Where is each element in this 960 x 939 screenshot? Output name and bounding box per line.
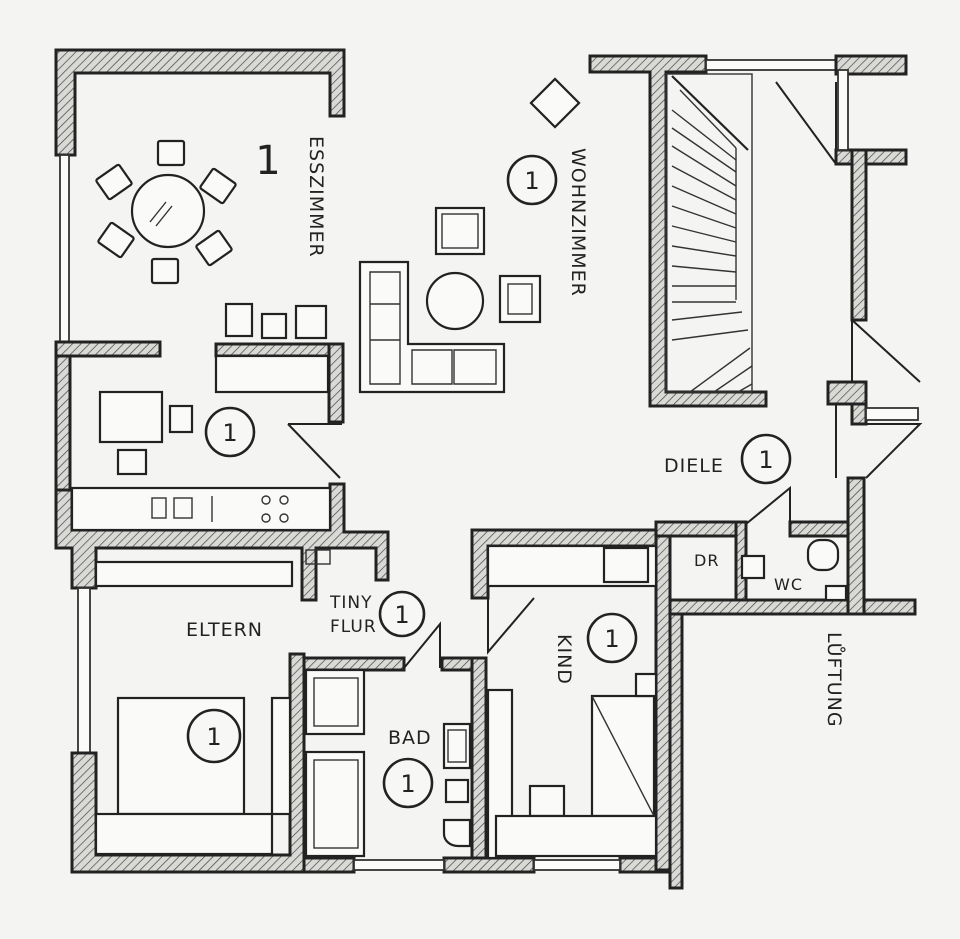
bath-furniture xyxy=(304,668,472,858)
marker-kind-text: 1 xyxy=(604,625,619,653)
label-wohnzimmer: WOHNZIMMER xyxy=(567,148,589,297)
marker-tiny-flur-text: 1 xyxy=(394,601,409,629)
marker-eltern xyxy=(186,708,242,764)
bedroom-furniture xyxy=(94,560,294,856)
wc-furniture xyxy=(740,538,848,602)
label-wc: WC xyxy=(774,575,803,594)
marker-diele xyxy=(740,433,792,485)
level-number: 1 xyxy=(255,138,280,184)
marker-diele-text: 1 xyxy=(758,446,773,474)
living-furniture xyxy=(358,77,581,394)
label-dr: DR xyxy=(694,551,719,570)
marker-kueche xyxy=(204,406,256,458)
label-esszimmer: ESSZIMMER xyxy=(305,136,327,258)
label-lueftung: LŮFTUNG xyxy=(823,632,847,728)
marker-eltern-text: 1 xyxy=(206,723,221,751)
kids-furniture xyxy=(486,544,658,860)
label-eltern: ELTERN xyxy=(186,619,263,641)
marker-bad xyxy=(382,757,434,809)
room-markers: 1 1 1 1 1 1 1 xyxy=(186,154,792,809)
kitchen-furniture xyxy=(70,354,332,565)
doors xyxy=(287,81,923,669)
label-flur: FLUR xyxy=(330,617,377,637)
marker-tiny-flur xyxy=(378,590,426,638)
room-labels: 1 ESSZIMMER WOHNZIMMER DIELE DR WC LŮFTU… xyxy=(186,136,847,749)
marker-wohnzimmer xyxy=(506,154,558,206)
marker-kind xyxy=(586,612,638,664)
label-bad: BAD xyxy=(388,727,432,749)
marker-bad-text: 1 xyxy=(400,770,415,798)
label-kind: KIND xyxy=(553,634,575,685)
label-tiny: TINY xyxy=(329,593,373,613)
marker-kueche-text: 1 xyxy=(222,419,237,447)
label-diele: DIELE xyxy=(664,455,724,477)
marker-wohnzimmer-text: 1 xyxy=(524,167,539,195)
dining-furniture xyxy=(95,139,328,340)
staircase xyxy=(665,73,753,393)
